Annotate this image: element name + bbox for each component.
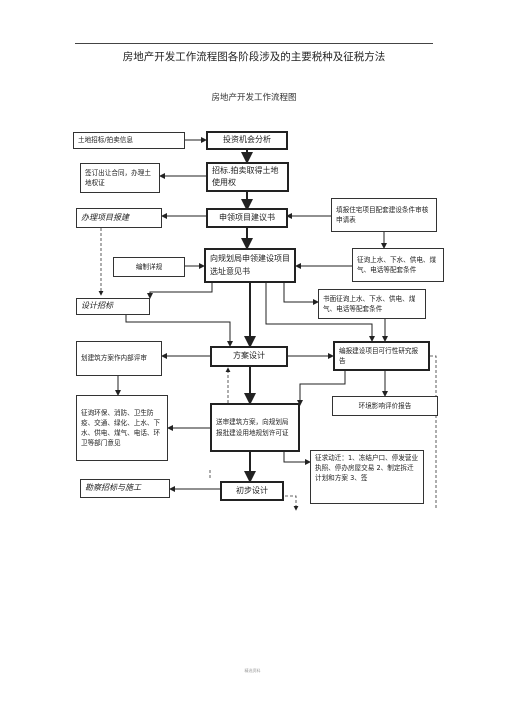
box-design-bidding: 设计招标 — [76, 298, 150, 315]
box-apply-proposal: 申领项目建议书 — [206, 208, 288, 228]
footer-watermark: 精选资料 — [244, 668, 261, 673]
box-land-bidding: 土地招标/拍卖信息 — [73, 132, 185, 149]
document-title: 房地产开发工作流程图各阶段涉及的主要税种及征税方法 — [122, 51, 386, 63]
box-scheme-design: 方案设计 — [210, 346, 288, 367]
box-consult-utilities: 征询上水、下水、供电、煤气、电话等配套条件 — [352, 248, 444, 282]
box-plan-review: 划建筑方案作内部评审 — [76, 341, 162, 376]
box-env-assessment: 环境影响评价报告 — [332, 396, 438, 416]
box-submit-scheme: 送审建筑方案，向规划局报批建设用地规划许可证 — [210, 403, 300, 452]
box-compile-plan: 编制详规 — [113, 257, 185, 277]
box-handle-project: 办理项目报建 — [76, 208, 162, 228]
box-residential-form: 填报住宅项目配套建设条件审核申请表 — [331, 198, 437, 232]
box-preliminary-design: 初步设计 — [220, 481, 284, 501]
box-planning-bureau: 向规划局申领建设项目选址意见书 — [204, 248, 296, 283]
box-bid-land-use: 招标.拍卖取得土地使用权 — [206, 162, 289, 192]
box-feasibility-report: 编报建设项目可行性研究报告 — [333, 341, 430, 371]
box-demolition: 征求动迁：1、冻结户口、停发营业执照、停办房屋交易 2、制定拆迁计划和方案 3、… — [310, 450, 424, 504]
box-sign-contract: 签订出让合同，办理土地权证 — [80, 163, 160, 193]
box-investment-analysis: 投资机会分析 — [206, 131, 288, 150]
box-written-utilities: 书面征询上水、下水、供电、煤气、电话等配套条件 — [318, 289, 426, 319]
box-department-opinions: 征询环保、消防、卫生防疫、交通、绿化、上水、下水、供电、煤气、电话、环卫等部门意… — [76, 395, 168, 461]
flowchart-title: 房地产开发工作流程图 — [211, 93, 297, 103]
header-rule — [75, 43, 433, 44]
box-survey-bidding: 勘察招标与施工 — [80, 479, 170, 498]
